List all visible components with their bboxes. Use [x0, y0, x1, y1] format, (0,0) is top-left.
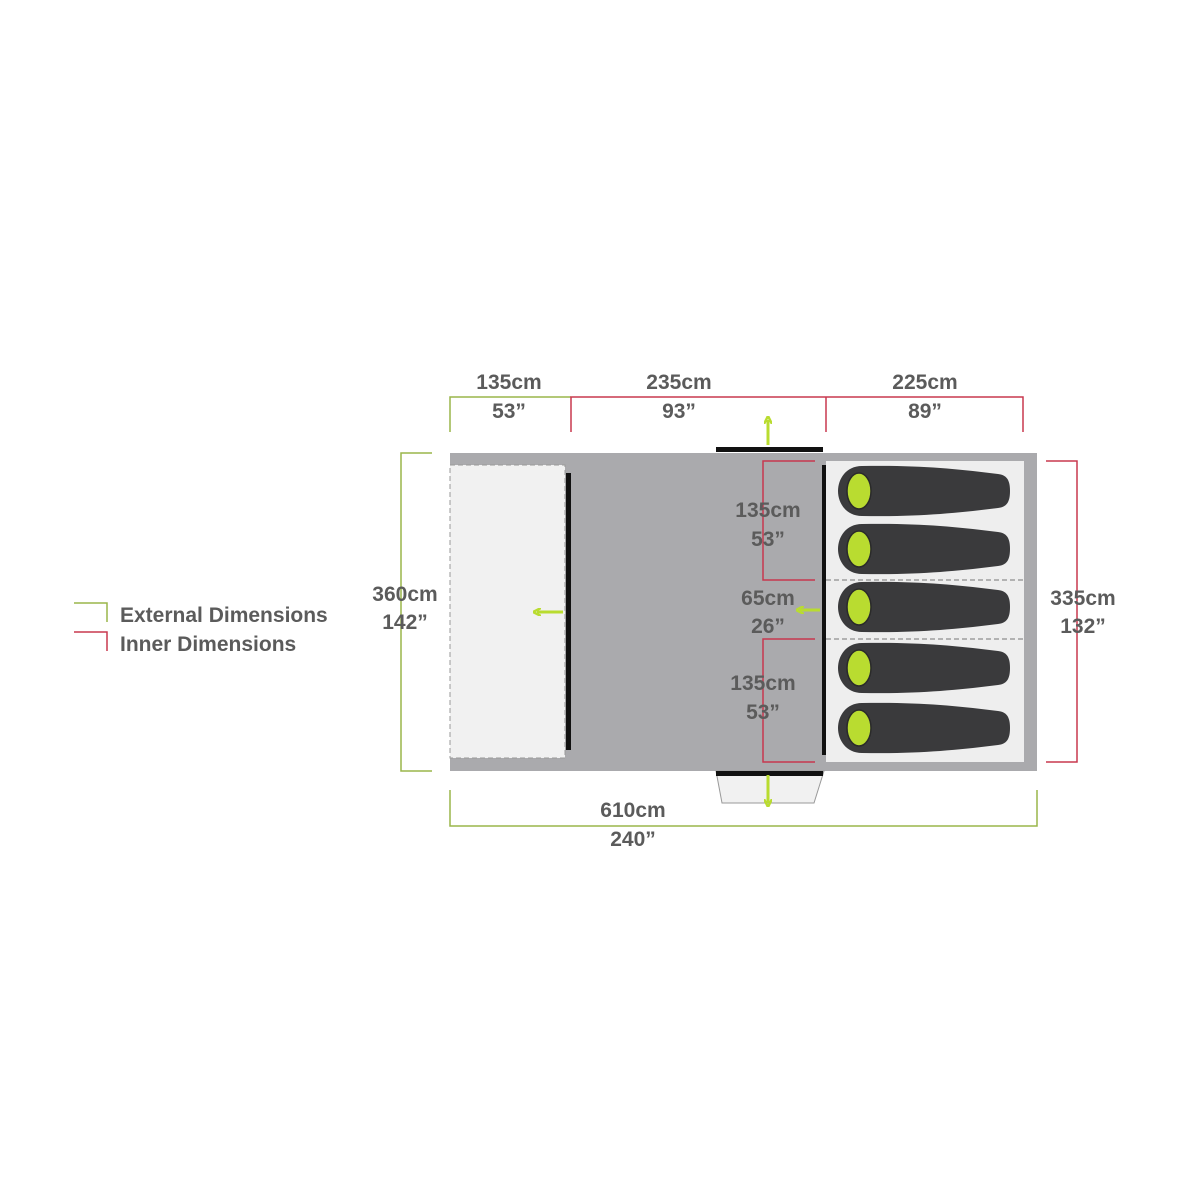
external-dimension-lines — [74, 396, 1038, 827]
dim-top-right-cm: 225cm — [892, 371, 957, 394]
living-area — [571, 453, 823, 771]
dim-bedroom-lower-in: 53” — [746, 701, 780, 724]
inner-dim-right-height — [1046, 460, 1078, 763]
sleeping-bag-icon — [838, 581, 1010, 633]
dim-bedroom-upper-in: 53” — [751, 528, 785, 551]
inner-dim-top — [570, 396, 1024, 432]
inner-dimension-lines — [74, 396, 1078, 763]
sleeping-bag-icon — [838, 702, 1010, 754]
legend-inner-bracket — [74, 631, 108, 651]
dim-top-left-cm: 135cm — [476, 371, 541, 394]
sleeping-bag-pillow — [846, 709, 872, 747]
dim-left-height-in: 142” — [382, 611, 428, 634]
legend-external-label: External Dimensions — [120, 604, 328, 627]
ext-dim-top-left — [449, 396, 571, 432]
legend-external-bracket — [74, 602, 108, 622]
dim-bedroom-upper-cm: 135cm — [735, 499, 800, 522]
legend-inner-label: Inner Dimensions — [120, 633, 296, 656]
inner-dim-bedroom-upper — [762, 460, 815, 581]
dim-top-left-in: 53” — [492, 400, 526, 423]
dim-bottom-total-in: 240” — [610, 828, 656, 851]
door-bar-porch — [566, 473, 571, 750]
door-bar-top — [716, 447, 823, 452]
dim-bedroom-middle-in: 26” — [751, 615, 785, 638]
dimension-labels: 135cm 53” 235cm 93” 225cm 89” 360cm 142”… — [372, 371, 1115, 851]
sleeping-bag-body — [838, 642, 1010, 694]
sleeping-bag-body — [838, 702, 1010, 754]
sleeping-bags — [838, 465, 1010, 754]
legend: External Dimensions Inner Dimensions — [120, 604, 328, 656]
sleeping-bag-body — [838, 465, 1010, 517]
sleeping-bag-pillow — [846, 649, 872, 687]
door-bars — [566, 447, 826, 776]
sleeping-bag-icon — [838, 523, 1010, 575]
sleeping-bag-pillow — [846, 588, 872, 626]
sleeping-bag-body — [838, 523, 1010, 575]
dim-top-middle-in: 93” — [662, 400, 696, 423]
dim-bedroom-lower-cm: 135cm — [730, 672, 795, 695]
sleeping-bag-pillow — [846, 472, 872, 510]
sleeping-bag-body — [838, 581, 1010, 633]
ext-dim-left-height — [400, 452, 432, 772]
sleeping-bag-icon — [838, 642, 1010, 694]
door-bar-bedroom — [822, 465, 826, 755]
dim-bedroom-middle-cm: 65cm — [741, 587, 795, 610]
dim-top-middle-cm: 235cm — [646, 371, 711, 394]
dim-left-height-cm: 360cm — [372, 583, 437, 606]
dim-right-height-in: 132” — [1060, 615, 1106, 638]
door-arrows — [537, 420, 820, 803]
dim-top-right-in: 89” — [908, 400, 942, 423]
dim-bottom-total-cm: 610cm — [600, 799, 665, 822]
sleeping-bag-icon — [838, 465, 1010, 517]
sleeping-bag-pillow — [846, 530, 872, 568]
door-bar-bottom — [716, 771, 823, 776]
inner-dim-bedroom-lower — [762, 638, 815, 763]
dim-right-height-cm: 335cm — [1050, 587, 1115, 610]
ext-dim-bottom-total — [449, 790, 1038, 827]
